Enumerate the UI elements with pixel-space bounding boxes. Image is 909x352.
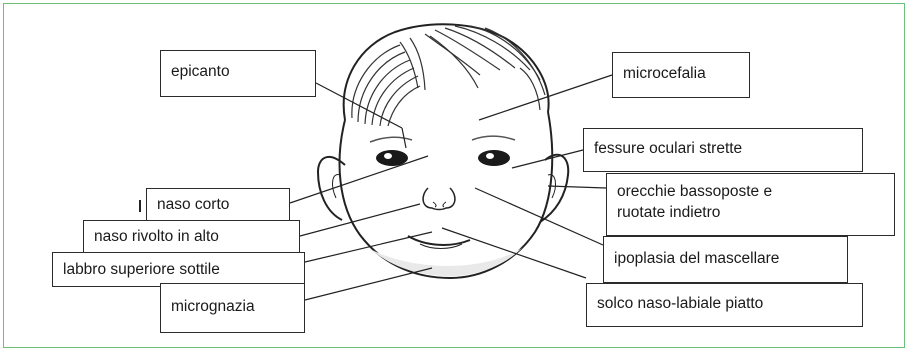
right-eye: [478, 150, 510, 166]
chin-shading: [372, 248, 522, 276]
left-eyebrow: [370, 137, 412, 142]
face-outline: [340, 112, 553, 278]
label-naso-rivolto-in-alto: naso rivolto in alto: [83, 220, 300, 254]
hair-strands: [352, 26, 545, 126]
label-orecchie-line1: orecchie bassoposte e: [617, 181, 884, 202]
nose: [423, 188, 455, 210]
label-orecchie-bassoposte: orecchie bassoposte e ruotate indietro: [606, 173, 895, 236]
label-microcefalia: microcefalia: [612, 52, 750, 98]
label-micrognazia: micrognazia: [160, 283, 305, 333]
hair-outline: [344, 24, 549, 120]
label-solco-naso-labiale-piatto: solco naso-labiale piatto: [586, 283, 863, 327]
left-eye: [376, 150, 408, 166]
label-labbro-superiore-sottile: labbro superiore sottile: [52, 252, 305, 287]
label-epicanto: epicanto: [160, 50, 316, 97]
label-naso-corto: naso corto: [146, 188, 290, 222]
mouth: [408, 236, 470, 245]
label-ipoplasia-del-mascellare: ipoplasia del mascellare: [603, 236, 848, 283]
right-eyebrow: [472, 136, 515, 140]
label-fessure-oculari-strette: fessure oculari strette: [583, 128, 863, 172]
label-orecchie-line2: ruotate indietro: [617, 202, 884, 223]
